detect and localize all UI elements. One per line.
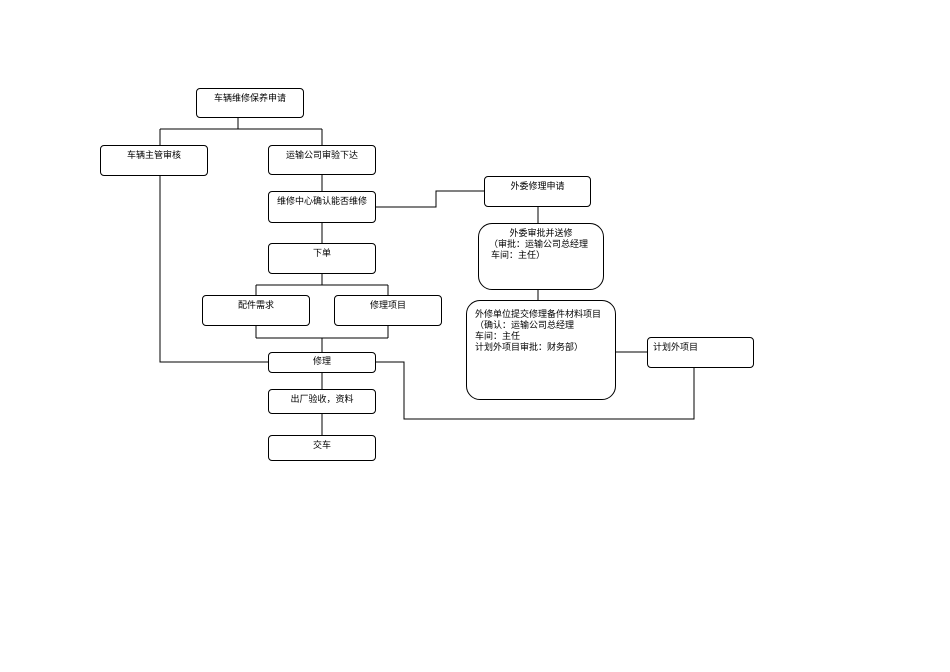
connector [159,175,268,363]
node-supervisor-review-label: 车辆主管审核 [126,151,181,161]
node-parts-demand: 配件需求 [202,295,310,326]
node-outsource-submit-line2: 车间：主任 [475,332,521,342]
node-outsource-submit-line3: 计划外项目审批：财务部） [475,343,584,353]
node-repair: 修理 [268,352,376,373]
node-outsource-approve-line2: 车间：主任） [491,251,546,261]
node-repair-label: 修理 [312,357,331,367]
node-unplanned-label: 计划外项目 [653,343,699,353]
node-delivery-label: 交车 [312,441,331,451]
node-outsource-approve-title: 外委审批并送修 [509,229,573,239]
node-repair-items-label: 修理项目 [369,301,406,311]
node-unplanned: 计划外项目 [647,337,754,368]
node-outsource-apply-label: 外委修理申请 [510,182,565,192]
node-parts-demand-label: 配件需求 [237,301,274,311]
node-apply: 车辆维修保养申请 [196,88,304,118]
node-outsource-submit-line1: （确认：运输公司总经理 [475,321,575,331]
connector [376,190,484,208]
connector [376,361,695,420]
node-apply-label: 车辆维修保养申请 [213,94,286,104]
node-acceptance-label: 出厂验收，资料 [290,395,354,405]
node-outsource-submit-title: 外修单位提交修理备件材料项目 [475,310,602,320]
node-outsource-apply: 外委修理申请 [484,176,591,207]
node-outsource-approve-line1: （审批：运输公司总经理 [489,240,589,250]
node-outsource-submit: 外修单位提交修理备件材料项目 （确认：运输公司总经理 车间：主任 计划外项目审批… [466,300,616,400]
node-acceptance: 出厂验收，资料 [268,389,376,414]
node-order: 下单 [268,243,376,274]
node-supervisor-review: 车辆主管审核 [100,145,208,176]
node-transport-approve-label: 运输公司审验下达 [285,151,358,161]
node-center-confirm: 维修中心确认能否维修 [268,191,376,223]
node-delivery: 交车 [268,435,376,461]
node-outsource-approve: 外委审批并送修 （审批：运输公司总经理 车间：主任） [478,223,604,290]
node-repair-items: 修理项目 [334,295,442,326]
node-order-label: 下单 [312,249,331,259]
node-center-confirm-label: 维修中心确认能否维修 [276,197,367,207]
node-transport-approve: 运输公司审验下达 [268,145,376,175]
